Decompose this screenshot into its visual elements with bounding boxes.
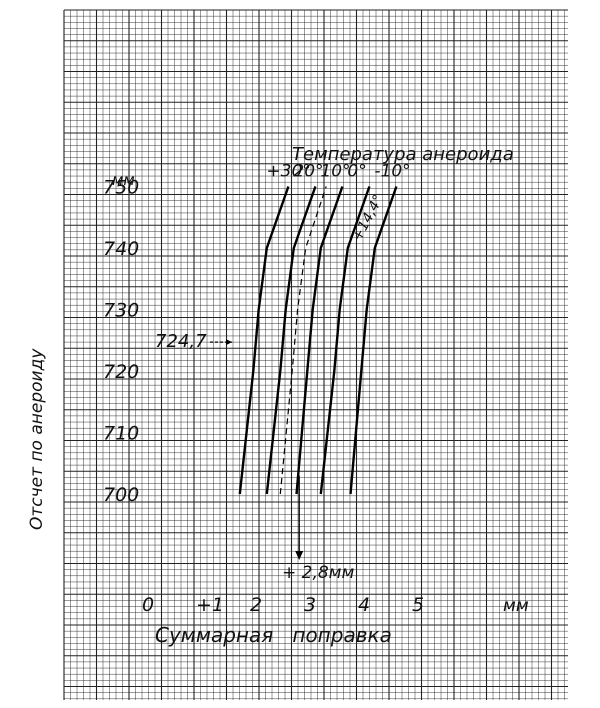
series-label-3: 0°	[347, 162, 366, 182]
chart-annotations	[210, 186, 327, 560]
series-line-3	[319, 186, 371, 495]
reading-arrowhead	[226, 339, 232, 346]
y-axis-label: Отсчет по анероиду	[27, 348, 47, 530]
temperature-annotation: +14,4°	[349, 192, 387, 244]
y-tick-4: 740	[103, 238, 139, 260]
result-arrowhead	[295, 551, 304, 560]
y-tick-2: 720	[103, 361, 139, 383]
series-label-2: 10°	[320, 162, 350, 182]
x-axis-label: Суммарная поправка	[155, 623, 392, 647]
interpolated-line	[279, 186, 327, 495]
chart-series: +30°20°10°0° -10°	[238, 162, 411, 495]
x-tick-2: 2	[250, 594, 262, 616]
y-tick-1: 710	[103, 423, 139, 445]
chart-ticks: 700 710 720 730 740 750 0 +1 2 3 4 5	[103, 177, 424, 617]
reading-annotation: 724,7	[155, 331, 207, 352]
series-label-0: +30°	[266, 162, 310, 182]
series-line-2	[295, 186, 344, 495]
y-tick-3: 730	[103, 300, 139, 322]
y-tick-0: 700	[103, 484, 139, 506]
x-tick-4: 4	[358, 594, 370, 616]
series-line-4	[349, 186, 398, 495]
y-unit-label: мм	[112, 171, 135, 189]
series-line-0	[238, 186, 290, 495]
x-tick-0: 0	[142, 594, 154, 616]
series-line-1	[265, 186, 317, 495]
x-tick-5: 5	[412, 594, 424, 616]
x-unit-label: мм	[503, 596, 529, 616]
result-annotation: + 2,8мм	[282, 563, 355, 583]
series-label-1: 20°	[293, 162, 323, 182]
chart-grid	[63, 9, 568, 700]
series-label-4: -10°	[374, 162, 410, 182]
chart-title: Температура анероида	[292, 144, 514, 165]
y-tick-5: 750	[103, 177, 139, 199]
x-tick-3: 3	[304, 594, 316, 616]
x-tick-1: +1	[196, 594, 224, 616]
